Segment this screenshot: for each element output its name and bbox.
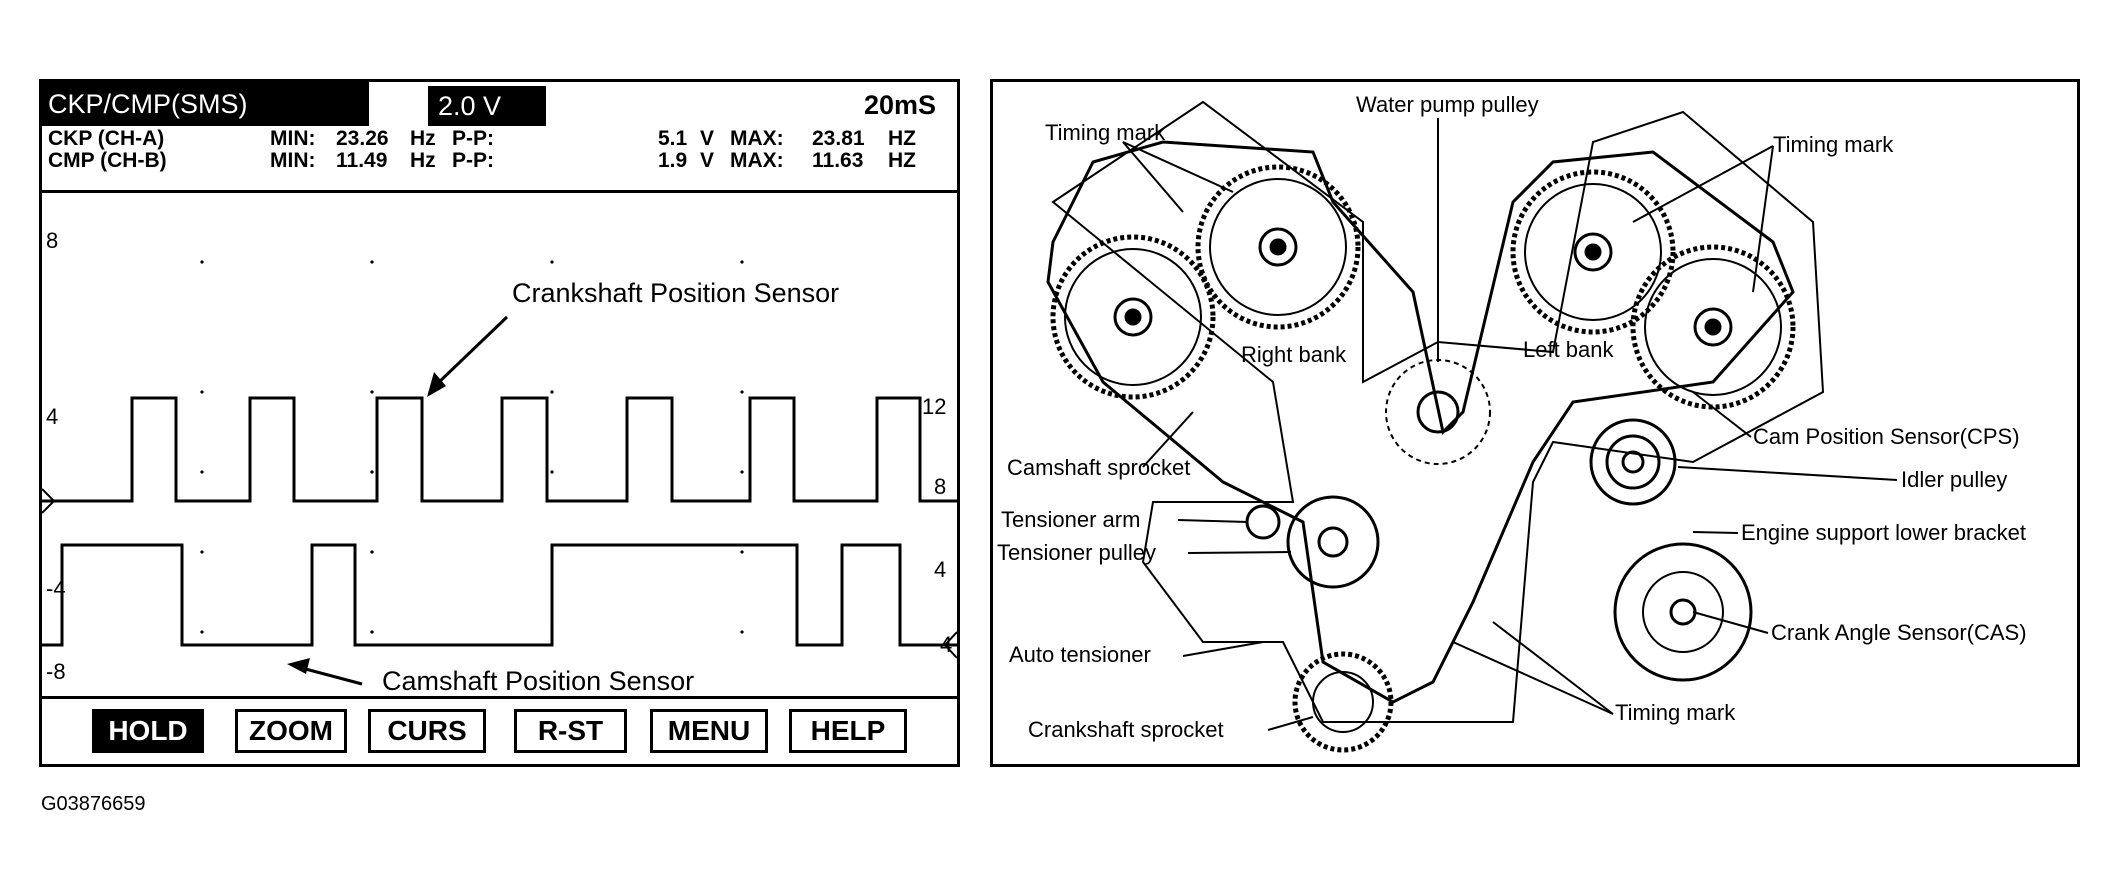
engine-support-bracket-label: Engine support lower bracket — [1741, 520, 2026, 545]
timing-mark-right-label: Timing mark — [1773, 132, 1894, 157]
cmp-pp-value: 1.9 — [658, 149, 688, 172]
idler-pulley — [1589, 418, 1677, 506]
scale-left-neg8: -8 — [46, 659, 66, 684]
scale-right-12: 12 — [922, 394, 946, 419]
scope-title: CKP/CMP(SMS) — [42, 82, 369, 126]
tensioner-arm-label: Tensioner arm — [1001, 507, 1140, 532]
scale-right-4b: 4 — [940, 632, 952, 657]
ckp-min-unit: Hz — [410, 127, 436, 150]
camshaft-sensor-label: Camshaft Position Sensor — [382, 666, 694, 692]
timing-mark-bottom-label: Timing mark — [1615, 700, 1736, 725]
idler-pulley-label: Idler pulley — [1901, 467, 2007, 492]
timing-belt-drawing: Timing mark Water pump pulley Timing mar… — [997, 92, 2027, 753]
ckp-pp-unit: V — [700, 127, 715, 150]
cmp-channel-name: CMP (CH-B) — [48, 149, 167, 172]
water-pump-pulley-label: Water pump pulley — [1356, 92, 1539, 117]
cmp-min-label: MIN: — [270, 149, 316, 172]
cmp-ground-marker — [943, 631, 957, 659]
right-bank-camshaft-sprocket-2 — [1195, 164, 1361, 330]
cmp-pp-label: P-P: — [452, 149, 494, 172]
cmp-min-unit: Hz — [410, 149, 436, 172]
crankshaft-sensor-label: Crankshaft Position Sensor — [512, 278, 839, 308]
timing-belt — [1046, 140, 1795, 704]
header-divider — [42, 190, 957, 193]
left-bank-camshaft-sprocket-2 — [1630, 244, 1796, 410]
ckp-trace — [42, 396, 957, 503]
auto-tensioner-label: Auto tensioner — [1009, 642, 1151, 667]
crank-arrow-line — [435, 315, 509, 386]
ckp-max-unit: HZ — [888, 127, 916, 150]
cam-arrow-head — [287, 658, 310, 674]
cmp-pp-unit: V — [700, 149, 715, 172]
crankshaft-sprocket-label: Crankshaft sprocket — [1028, 717, 1224, 742]
leader-lines — [1122, 118, 1898, 731]
oscilloscope-panel: CKP/CMP(SMS) 2.0 V 20mS CKP (CH-A) MIN: … — [39, 79, 960, 767]
crank-pulley — [1613, 542, 1753, 682]
ckp-min-label: MIN: — [270, 127, 316, 150]
cmp-trace — [42, 543, 957, 647]
right-bank-camshaft-sprocket-1 — [1050, 234, 1216, 400]
r-st-button[interactable]: R-ST — [514, 709, 627, 753]
scope-button-bar: HOLD ZOOM CURS R-ST MENU HELP — [42, 696, 957, 767]
timing-mark-left-label: Timing mark — [1045, 120, 1166, 145]
left-bank-label: Left bank — [1523, 337, 1615, 362]
zoom-button[interactable]: ZOOM — [235, 709, 347, 753]
timebase: 20mS — [864, 90, 937, 120]
ckp-pp-value: 5.1 — [658, 127, 688, 150]
scale-left-4: 4 — [46, 404, 58, 429]
grid-dots — [200, 260, 744, 634]
scale-left-8: 8 — [46, 228, 58, 253]
cmp-min-value: 11.49 — [336, 149, 388, 172]
camshaft-sprocket-label: Camshaft sprocket — [1007, 455, 1190, 480]
crank-angle-sensor-label: Crank Angle Sensor(CAS) — [1771, 620, 2027, 645]
waveform-plot: 8 4 -4 -8 12 8 4 4 Crankshaft Position S… — [42, 228, 957, 692]
crankshaft-sprocket — [1292, 651, 1394, 753]
cmp-max-label: MAX: — [730, 149, 784, 172]
engine-timing-diagram: Timing mark Water pump pulley Timing mar… — [990, 79, 2080, 767]
engine-block-outline — [1051, 100, 1825, 723]
tensioner-pulley — [1245, 495, 1380, 589]
scale-right-8: 8 — [934, 474, 946, 499]
ckp-channel-name: CKP (CH-A) — [48, 127, 165, 150]
help-button[interactable]: HELP — [789, 709, 907, 753]
ckp-ground-marker — [42, 488, 56, 514]
crank-arrow-head — [427, 372, 446, 397]
voltage-scale: 2.0 V — [428, 86, 546, 126]
cmp-max-value: 11.63 — [812, 149, 864, 172]
cam-position-sensor-label: Cam Position Sensor(CPS) — [1753, 424, 2020, 449]
right-bank-label: Right bank — [1241, 342, 1347, 367]
ckp-pp-label: P-P: — [452, 127, 494, 150]
cmp-max-unit: HZ — [888, 149, 916, 172]
ckp-max-value: 23.81 — [812, 127, 865, 150]
cam-arrow-line — [297, 665, 363, 686]
tensioner-pulley-label: Tensioner pulley — [997, 540, 1156, 565]
ckp-max-label: MAX: — [730, 127, 784, 150]
left-bank-camshaft-sprocket-1 — [1510, 169, 1676, 335]
hold-button[interactable]: HOLD — [92, 709, 204, 753]
scale-right-4: 4 — [934, 557, 946, 582]
scale-left-neg4: -4 — [46, 576, 66, 601]
curs-button[interactable]: CURS — [368, 709, 486, 753]
ckp-min-value: 23.26 — [336, 127, 389, 150]
figure-id: G03876659 — [41, 793, 146, 815]
menu-button[interactable]: MENU — [650, 709, 768, 753]
